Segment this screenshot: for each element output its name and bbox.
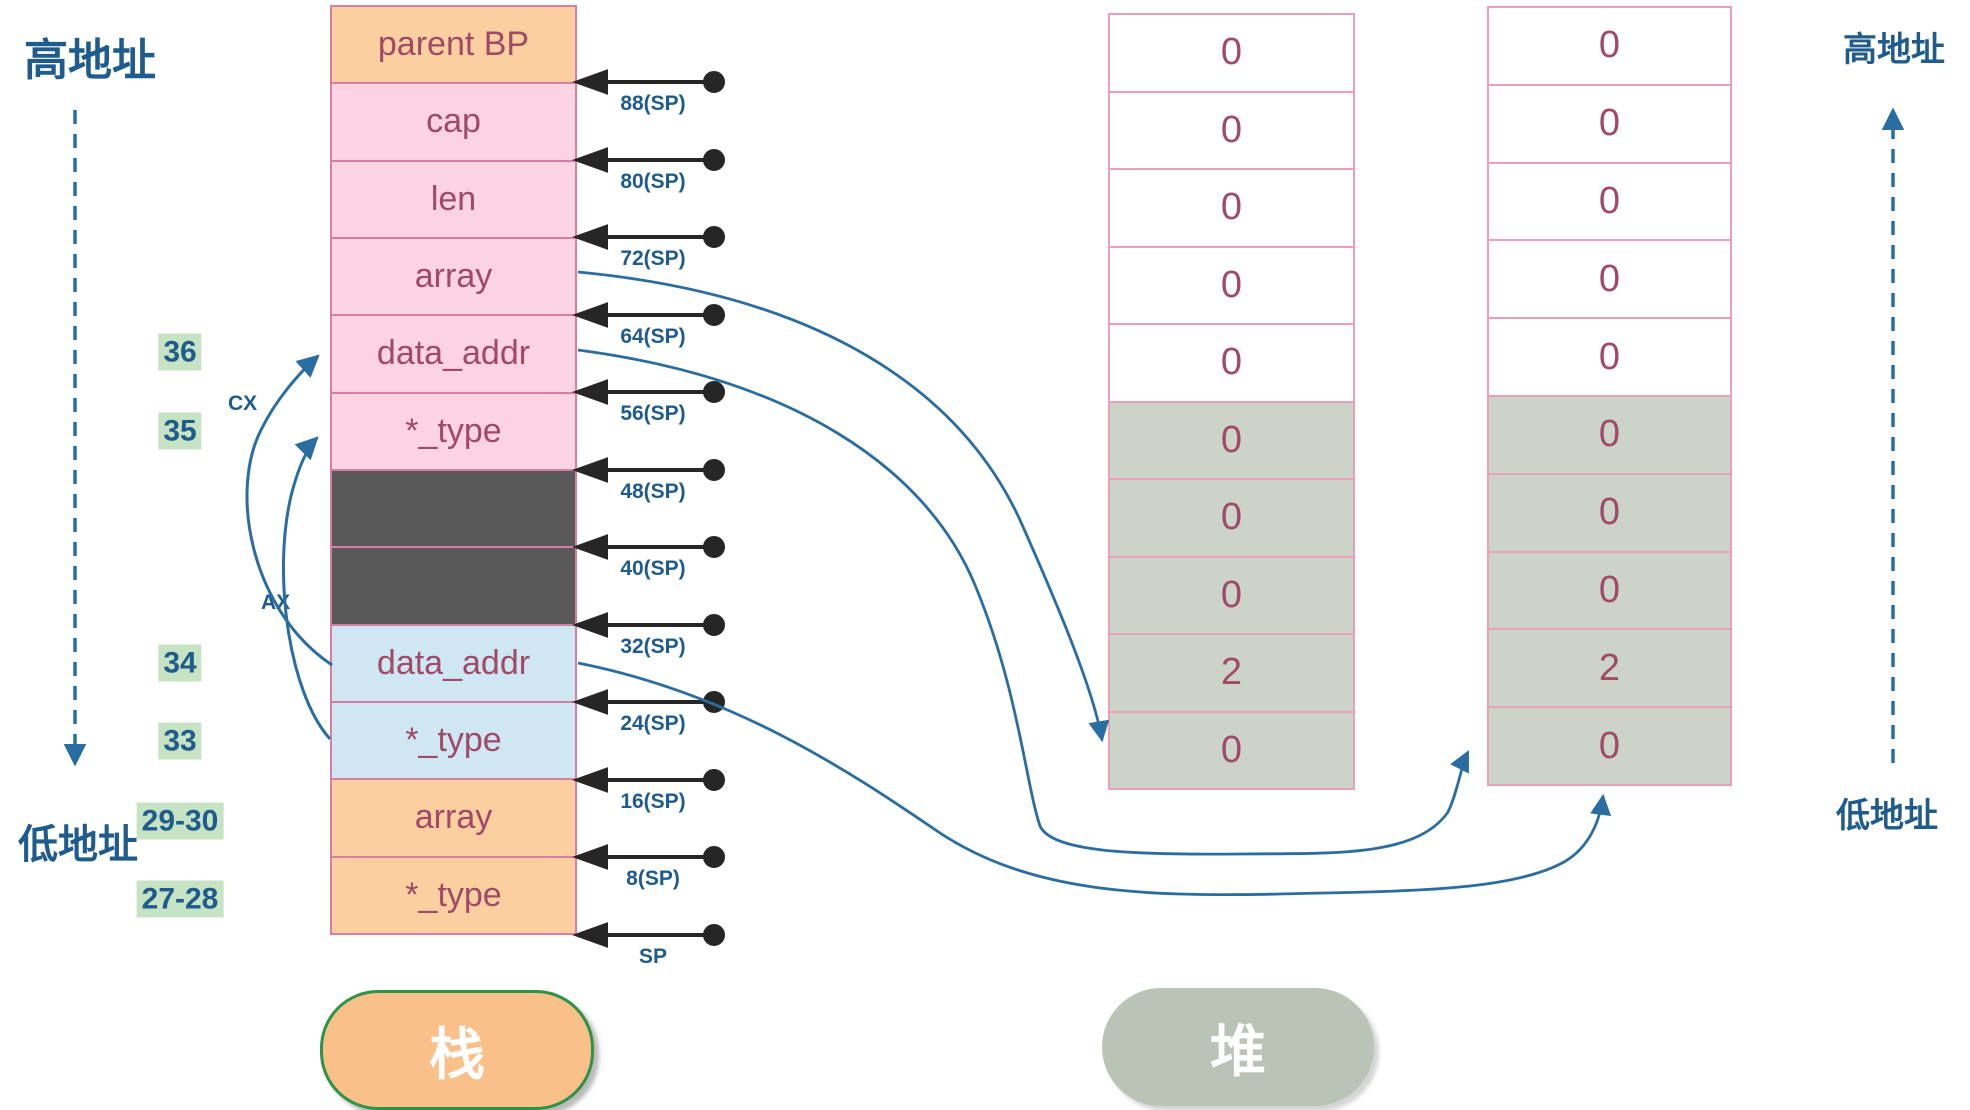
- sp-arrow-40: [572, 534, 725, 560]
- stack-badge: 栈: [320, 990, 594, 1110]
- data-addr2-pointer-to-heap-right: [577, 661, 1612, 897]
- stack-row-array-2: array: [332, 780, 575, 858]
- sp-arrow-16: [572, 767, 725, 793]
- sp-arrow-sp: [572, 922, 725, 948]
- heap-cell: 0: [1110, 92, 1353, 170]
- sp-offset-label-56: 56(SP): [620, 402, 686, 425]
- sp-arrow-48: [572, 457, 725, 483]
- sp-offset-label-48: 48(SP): [620, 480, 686, 503]
- low-address-label-right: 低地址: [1836, 797, 1938, 835]
- sp-offset-label-16: 16(SP): [620, 790, 686, 813]
- heap-cell: 0: [1489, 474, 1730, 553]
- heap-cell: 0: [1110, 480, 1353, 558]
- stack-row-len: len: [332, 161, 575, 239]
- heap-cell: 0: [1110, 247, 1353, 325]
- line-tag-36: 36: [158, 333, 202, 371]
- sp-offset-label-40: 40(SP): [620, 557, 686, 580]
- sp-offset-label-88: 88(SP): [620, 92, 686, 115]
- stack-row-empty-2: [332, 548, 575, 626]
- ax-move-arrow: [281, 436, 332, 740]
- stack-row-empty-1: [332, 470, 575, 549]
- sp-arrow-56: [572, 379, 725, 405]
- heap-cell: 0: [1489, 241, 1730, 320]
- line-tag-33: 33: [158, 722, 202, 760]
- stack-column: parent BP cap len array data_addr *_type…: [330, 5, 577, 935]
- heap-array-column-right: 0 0 0 0 0 0 0 0 2 0: [1487, 6, 1732, 786]
- heap-cell: 0: [1110, 325, 1353, 403]
- heap-cell: 2: [1110, 635, 1353, 713]
- high-address-label-right: 高地址: [1843, 31, 1945, 69]
- sp-offset-label-72: 72(SP): [620, 247, 686, 270]
- heap-cell: 0: [1489, 708, 1730, 784]
- sp-arrow-8: [572, 844, 725, 870]
- stack-row-array: array: [332, 238, 575, 317]
- line-tag-34: 34: [158, 644, 202, 682]
- sp-boundary-arrows: [572, 69, 725, 948]
- sp-offset-label-80: 80(SP): [620, 170, 686, 193]
- heap-cell: 2: [1489, 630, 1730, 709]
- sp-arrow-64: [572, 302, 725, 328]
- heap-cell: 0: [1489, 85, 1730, 164]
- sp-offset-label-8: 8(SP): [626, 867, 680, 890]
- ax-register-label: AX: [261, 591, 291, 614]
- cx-move-arrow: [245, 354, 333, 667]
- low-address-label-left: 低地址: [18, 823, 138, 867]
- heap-badge: 堆: [1102, 988, 1374, 1106]
- sp-offset-label-32: 32(SP): [620, 635, 686, 658]
- sp-arrow-72: [572, 224, 725, 250]
- sp-arrow-88: [572, 69, 725, 95]
- stack-row-type-ptr-3: *_type: [332, 857, 575, 933]
- stack-row-data-addr-2: data_addr: [332, 625, 575, 703]
- heap-cell: 0: [1489, 8, 1730, 86]
- sp-offset-label-64: 64(SP): [620, 325, 686, 348]
- stack-row-type-ptr-2: *_type: [332, 702, 575, 781]
- heap-cell: 0: [1110, 15, 1353, 93]
- high-address-label-left: 高地址: [24, 36, 156, 85]
- line-tag-35: 35: [158, 412, 202, 450]
- heap-cell: 0: [1110, 712, 1353, 788]
- heap-cell: 0: [1110, 170, 1353, 248]
- heap-cell: 0: [1110, 557, 1353, 635]
- stack-row-type-ptr: *_type: [332, 393, 575, 471]
- heap-cell: 0: [1110, 402, 1353, 480]
- stack-row-cap: cap: [332, 84, 575, 162]
- sp-arrow-80: [572, 147, 725, 173]
- sp-arrow-32: [572, 612, 725, 638]
- heap-cell: 0: [1489, 163, 1730, 242]
- line-tag-27-28: 27-28: [136, 880, 224, 918]
- stack-row-data-addr: data_addr: [332, 316, 575, 394]
- sp-offset-label-24: 24(SP): [620, 712, 686, 735]
- stack-row-parent-bp: parent BP: [332, 7, 575, 85]
- heap-array-column-left: 0 0 0 0 0 0 0 0 2 0: [1108, 13, 1355, 790]
- line-tag-29-30: 29-30: [136, 802, 224, 840]
- sp-offset-label-sp: SP: [638, 945, 667, 968]
- heap-cell: 0: [1489, 396, 1730, 475]
- heap-cell: 0: [1489, 319, 1730, 397]
- cx-register-label: CX: [228, 392, 258, 415]
- sp-arrow-24: [572, 689, 725, 715]
- heap-cell: 0: [1489, 552, 1730, 631]
